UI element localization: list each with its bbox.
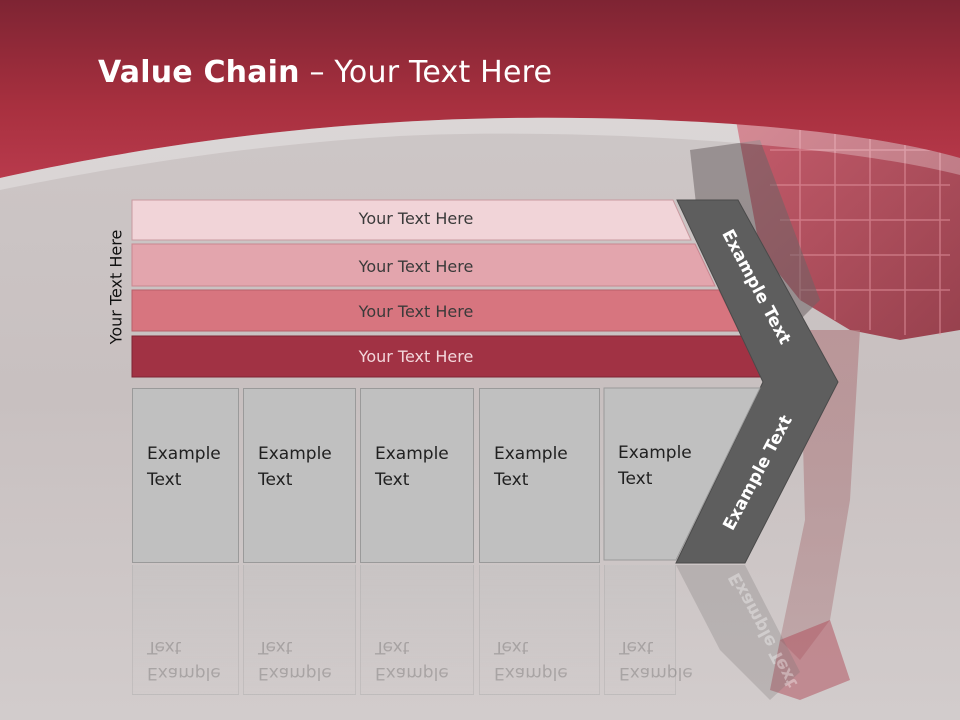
reflection-text-2: Example Text: [258, 634, 348, 686]
card-3-line2: Text: [375, 470, 410, 490]
value-bar-1: [131, 199, 692, 241]
reflection-3-line1: Example: [375, 663, 449, 683]
bar-label-2: Your Text Here: [358, 257, 474, 276]
card-4-line1: Example: [494, 444, 568, 464]
reflection-5-line1: Example: [619, 663, 693, 683]
page-title: Value Chain – Your Text Here: [98, 55, 552, 90]
title-bold: Value Chain: [98, 55, 300, 90]
card-2-line1: Example: [258, 444, 332, 464]
reflection-1-line1: Example: [147, 663, 221, 683]
bar-label-1: Your Text Here: [358, 209, 474, 228]
reflection-4-line2: Text: [494, 637, 529, 657]
reflection-3-line2: Text: [375, 637, 410, 657]
reflection-2-line2: Text: [258, 637, 293, 657]
card-5-shape: [603, 387, 761, 561]
card-reflection-3: Example Text: [360, 565, 474, 695]
card-5-line1: Example: [618, 443, 692, 463]
reflection-2-line1: Example: [258, 663, 332, 683]
card-reflection-2: Example Text: [243, 565, 356, 695]
card-reflection-4: Example Text: [479, 565, 600, 695]
value-bar-2: [131, 243, 716, 287]
card-3-line1: Example: [375, 444, 449, 464]
bar-label-3: Your Text Here: [358, 302, 474, 321]
reflection-4-line1: Example: [494, 663, 568, 683]
reflection-text-4: Example Text: [494, 634, 584, 686]
card-reflection-5: Example Text: [604, 565, 693, 695]
reflection-text-1: Example Text: [147, 634, 237, 686]
reflection-text-3: Example Text: [375, 634, 465, 686]
card-1-line2: Text: [147, 470, 182, 490]
bar-label-4: Your Text Here: [358, 347, 474, 366]
card-2-line2: Text: [258, 470, 293, 490]
card-5-line2: Text: [618, 469, 653, 489]
title-rest: – Your Text Here: [299, 55, 553, 90]
reflection-5-line2: Text: [619, 637, 654, 657]
card-4-line2: Text: [494, 470, 529, 490]
margin-chevron: [675, 199, 839, 564]
card-reflection-1: Example Text: [132, 565, 239, 695]
reflection-1-line2: Text: [147, 637, 182, 657]
reflection-text-5: Example Text: [619, 634, 709, 686]
card-1-line1: Example: [147, 444, 221, 464]
margin-chevron-reflection: [676, 565, 800, 700]
